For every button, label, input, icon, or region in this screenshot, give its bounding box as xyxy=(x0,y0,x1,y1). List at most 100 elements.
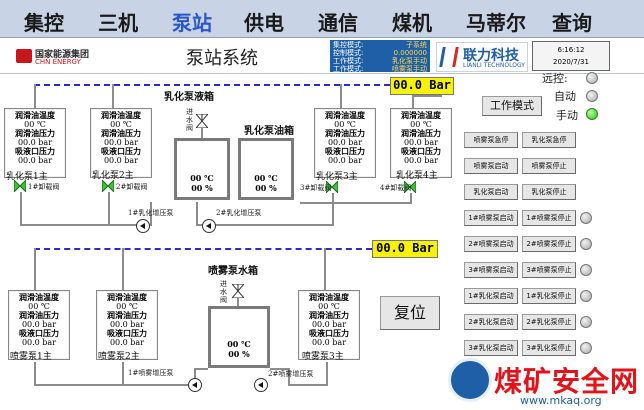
spray-1-stop-button[interactable]: 1#喷雾泵停止 xyxy=(522,210,576,226)
mode-label: 工作模式: xyxy=(333,57,364,65)
emulsion-booster-2-icon[interactable] xyxy=(202,219,216,233)
lube-temp-label: 润滑油温度 xyxy=(15,110,55,120)
emulsion-pump-2-name[interactable]: 乳化泵2主 xyxy=(92,171,134,181)
unload-valve-2-icon[interactable] xyxy=(102,180,114,192)
company-logo: 国家能源集团 CHN ENERGY xyxy=(16,45,126,69)
nav-item-gongdian[interactable]: 供电 xyxy=(244,11,284,35)
spray-3-start-button[interactable]: 3#喷雾泵启动 xyxy=(464,262,518,278)
pipe xyxy=(412,95,414,108)
emulsion-booster-1-icon[interactable] xyxy=(136,219,150,233)
pipe xyxy=(412,95,442,97)
unload-valve-3-label: 3#卸载阀 xyxy=(300,184,332,192)
manual-lamp-icon xyxy=(586,108,598,120)
pipe xyxy=(20,192,22,224)
suction-pressure-label: 吸液口压力 xyxy=(107,328,147,338)
spray-1-start-button[interactable]: 1#喷雾泵启动 xyxy=(464,210,518,226)
emulsion-pump-3-name[interactable]: 乳化泵3主 xyxy=(316,172,358,182)
pipe xyxy=(34,84,36,108)
nav-item-jikong[interactable]: 集控 xyxy=(24,11,64,35)
emulsion-estop-button[interactable]: 乳化泵急停 xyxy=(522,132,576,148)
pipe xyxy=(340,84,342,108)
pipe xyxy=(300,202,412,204)
lube-pressure-value: 00.0 bar xyxy=(21,320,57,329)
spray-pump-2-name[interactable]: 喷雾泵2主 xyxy=(98,352,140,362)
nav-item-meiji[interactable]: 煤机 xyxy=(392,11,432,35)
lube-temp-label: 润滑油温度 xyxy=(19,292,59,302)
lube-pressure-label: 润滑油压力 xyxy=(19,310,59,320)
top-nav: 集控 三机 泵站 供电 通信 煤机 马蒂尔 查询 xyxy=(0,0,644,38)
nav-item-madier[interactable]: 马蒂尔 xyxy=(466,11,526,35)
pipe xyxy=(108,192,110,226)
spray-pump-1-panel: 润滑油温度 00 ℃ 润滑油压力 00.0 bar 吸液口压力 00.0 bar xyxy=(8,290,70,360)
pipe xyxy=(201,128,203,138)
emulsion-tank-2-level: 00 % xyxy=(255,183,277,193)
spray-estop-button[interactable]: 喷雾泵急停 xyxy=(464,132,518,148)
pipe xyxy=(194,368,196,386)
emulsion-oil-tank-title: 乳化泵油箱 xyxy=(244,126,294,137)
nav-item-tongxin[interactable]: 通信 xyxy=(318,11,358,35)
spray-main-pipe xyxy=(34,248,372,250)
spray-2-start-button[interactable]: 2#喷雾泵启动 xyxy=(464,236,518,252)
spray-3-stop-button[interactable]: 3#喷雾泵停止 xyxy=(522,262,576,278)
emulsion-pump-4-panel: 润滑油温度 00 ℃ 润滑油压力 00.0 bar 吸液口压力 00.0 bar xyxy=(390,108,452,178)
spray-inlet-valve-icon[interactable] xyxy=(232,284,244,298)
suction-pressure-label: 吸液口压力 xyxy=(325,146,365,156)
unload-valve-4-label: 4#卸载阀 xyxy=(380,184,412,192)
spray-start-button[interactable]: 喷雾泵启动 xyxy=(464,158,518,174)
clock-date: 2020/7/31 xyxy=(553,58,589,66)
mode-label: 控制模式: xyxy=(333,49,364,57)
logo-cn-text: 国家能源集团 xyxy=(35,50,90,60)
emulsion-2-stop-button[interactable]: 2#乳化泵停止 xyxy=(522,314,576,330)
emulsion-tank-1-level: 00 % xyxy=(191,183,213,193)
mode-label: 工作模式: xyxy=(333,65,364,73)
emulsion-pump-4-name[interactable]: 乳化泵4主 xyxy=(396,171,438,181)
suction-pressure-label: 吸液口压力 xyxy=(19,328,59,338)
lube-temp-label: 润滑油温度 xyxy=(309,292,349,302)
emulsion-1-stop-button[interactable]: 1#乳化泵停止 xyxy=(522,288,576,304)
unload-valve-1-icon[interactable] xyxy=(14,180,26,192)
spray-stop-button[interactable]: 喷雾泵停止 xyxy=(522,158,576,174)
emulsion-2-start-button[interactable]: 2#乳化泵启动 xyxy=(464,314,518,330)
emulsion-stop-button[interactable]: 乳化泵停止 xyxy=(522,184,576,200)
work-mode-button[interactable]: 工作模式 xyxy=(482,96,542,116)
emulsion-1-start-button[interactable]: 1#乳化泵启动 xyxy=(464,288,518,304)
emulsion-booster-2-label: 2#乳化增压泵 xyxy=(216,209,262,217)
lube-temp-value: 00 ℃ xyxy=(28,302,50,311)
nav-item-bengzhan[interactable]: 泵站 xyxy=(172,11,212,35)
emulsion-pump-1-name[interactable]: 乳化泵1主 xyxy=(6,172,48,182)
lube-temp-value: 00 ℃ xyxy=(334,120,356,129)
nav-item-sanji[interactable]: 三机 xyxy=(98,11,138,35)
emulsion-tank-2: 00 ℃ 00 % xyxy=(238,138,294,200)
spray-booster-2-icon[interactable] xyxy=(254,378,268,392)
lube-pressure-label: 润滑油压力 xyxy=(309,310,349,320)
auto-lamp-icon xyxy=(586,90,598,102)
brand-cn-text: 联力科技 xyxy=(463,48,519,64)
suction-pressure-value: 00.0 bar xyxy=(109,338,145,347)
mode-status-panel: 集控模式:子系统 控制模式:0.000000 工作模式:乳化泵手动 工作模式:喷… xyxy=(330,40,430,73)
emulsion-3-stop-button[interactable]: 3#乳化泵停止 xyxy=(522,340,576,356)
emulsion-inlet-valve-icon[interactable] xyxy=(196,114,208,128)
pipe xyxy=(196,224,334,226)
emulsion-tank-1-temp: 00 ℃ xyxy=(190,173,214,183)
spray-inlet-valve-label: 进水阀 xyxy=(220,280,227,304)
reset-button[interactable]: 复位 xyxy=(380,296,440,330)
spray-booster-1-icon[interactable] xyxy=(188,378,202,392)
emulsion-inlet-valve-label: 进水阀 xyxy=(186,108,193,132)
spray-pump-1-name[interactable]: 喷雾泵1主 xyxy=(10,352,52,362)
unload-valve-3-icon[interactable] xyxy=(326,181,338,193)
emulsion-tank-2-temp: 00 ℃ xyxy=(254,173,278,183)
lube-pressure-value: 00.0 bar xyxy=(103,138,139,147)
spray-pump-3-name[interactable]: 喷雾泵3主 xyxy=(302,352,344,362)
emulsion-3-start-button[interactable]: 3#乳化泵启动 xyxy=(464,340,518,356)
nav-item-chaxun[interactable]: 查询 xyxy=(552,11,592,35)
spray-pump-3-panel: 润滑油温度 00 ℃ 润滑油压力 00.0 bar 吸液口压力 00.0 bar xyxy=(298,290,360,360)
clock-time: 6:16:12 xyxy=(557,46,585,54)
spray-2-stop-button[interactable]: 2#喷雾泵停止 xyxy=(522,236,576,252)
emulsion-start-button[interactable]: 乳化泵启动 xyxy=(464,184,518,200)
watermark-text: 煤矿安全网 xyxy=(494,365,640,398)
spray-booster-2-label: 2#喷雾增压泵 xyxy=(268,370,314,378)
unload-valve-4-icon[interactable] xyxy=(404,181,416,193)
pipe xyxy=(34,384,194,386)
spray-booster-1-label: 1#喷雾增压泵 xyxy=(128,369,174,377)
emulsion-pump-1-panel: 润滑油温度 00 ℃ 润滑油压力 00.0 bar 吸液口压力 00.0 bar xyxy=(4,108,66,178)
